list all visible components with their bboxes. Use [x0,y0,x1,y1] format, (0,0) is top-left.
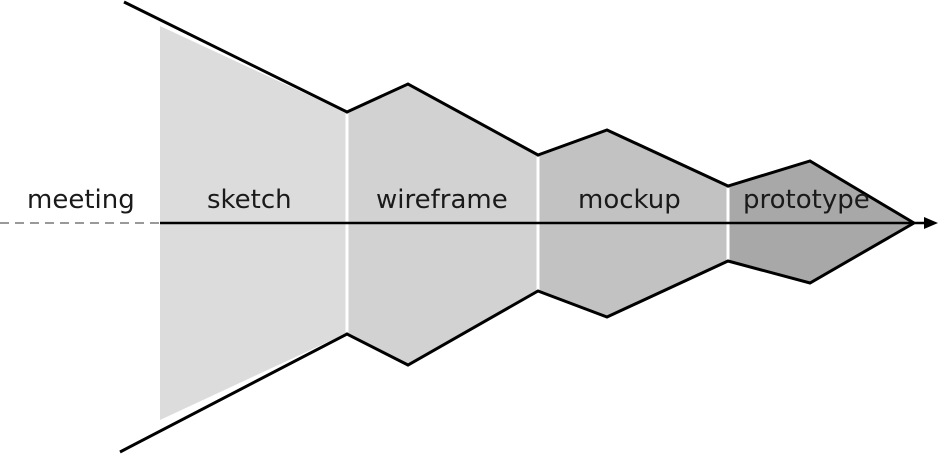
stage-sketch-label: sketch [207,185,292,215]
stage-wireframe-label: wireframe [376,185,508,215]
arrowhead-icon [924,217,938,229]
outline-bottom [119,221,915,454]
stage-mockup-label: mockup [578,185,681,215]
meeting-label: meeting [27,185,135,215]
outline-top [123,0,915,225]
stage-prototype-label: prototype [743,185,870,215]
funnel-outline [119,0,915,454]
process-axis-arrow [160,217,938,229]
